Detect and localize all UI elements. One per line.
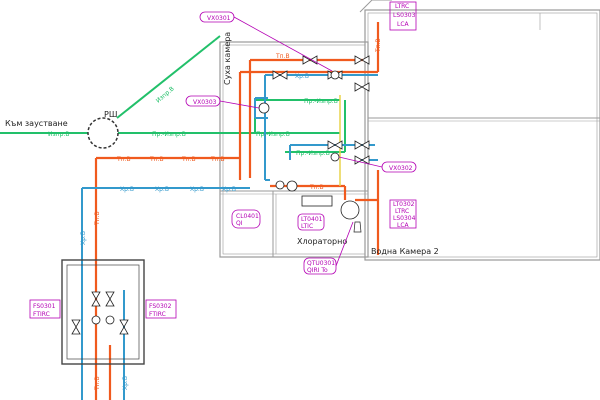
pipe-label-tpv-9: Тп.В bbox=[94, 376, 101, 391]
rsh-label: РШ bbox=[104, 110, 117, 119]
pipe-label-pr-izpr-3: Пр.-Изпр.В bbox=[304, 98, 338, 105]
chlorinator-unit bbox=[340, 200, 360, 220]
pump-icon bbox=[286, 180, 298, 192]
pipe-label-hrv-2: Хр.В bbox=[155, 186, 169, 193]
tag-cl0401: CL0401 QI bbox=[231, 209, 261, 229]
tag-qtu0301: QTU0301 QIRI To bbox=[303, 221, 354, 275]
svg-text:FS0301: FS0301 bbox=[33, 303, 56, 310]
manhole-rsh bbox=[87, 117, 119, 149]
tag-vx0303: VX0303 bbox=[185, 95, 260, 109]
pipe-label-tpv-8: Тп.В bbox=[94, 211, 101, 226]
flowmeter-valves bbox=[71, 291, 129, 335]
pipe-label-tpv-7: Тп.В bbox=[375, 38, 382, 53]
to-sewer-label: Към заустване bbox=[5, 119, 68, 128]
hot-water-lines bbox=[94, 22, 380, 400]
tag-vx0301: VX0301 bbox=[199, 11, 333, 72]
pipe-label-hrv-6: Хр.В bbox=[80, 231, 87, 245]
pipe-label-pr-izpr-2: Пр.-Изпр.В bbox=[256, 131, 290, 138]
chlorinator-label: Хлораторно bbox=[297, 237, 347, 246]
pipe-label-tpv-1: Тп.В bbox=[116, 156, 131, 163]
svg-text:LS0303: LS0303 bbox=[393, 12, 416, 19]
pipe-label-tpv-5: Тп.В bbox=[275, 53, 290, 60]
pipe-label-hrv-1: Хр.В bbox=[120, 186, 134, 193]
svg-text:LT0401: LT0401 bbox=[301, 216, 323, 223]
pipe-label-pr-izpr-4: Пр.-Изпр.В bbox=[296, 150, 330, 157]
pipe-label-izpr-2: Изпр.В bbox=[155, 85, 176, 104]
pipe-label-hrv-5: Хр.В bbox=[295, 73, 309, 80]
pipe-label-tpv-6: Тп.В bbox=[309, 184, 324, 191]
building-walls bbox=[219, 0, 600, 261]
svg-text:LS0304: LS0304 bbox=[393, 215, 416, 222]
tag-ls0303: LTRC LS0303 LCA bbox=[389, 1, 417, 31]
pipe-label-tpv-3: Тп.В bbox=[181, 156, 196, 163]
pipe-label-hrv-3: Хр.В bbox=[190, 186, 204, 193]
tag-lt0302: LT0302 LTRC LS0304 LCA bbox=[389, 199, 417, 229]
svg-text:FTIRC: FTIRC bbox=[33, 311, 50, 318]
svg-text:QI: QI bbox=[236, 220, 243, 227]
svg-text:QIRI To: QIRI To bbox=[307, 267, 328, 274]
svg-text:VX0302: VX0302 bbox=[389, 165, 413, 172]
pipe-label-hrv-4: Хр.В bbox=[222, 186, 236, 193]
pipe-label-hrv-7: Хр.В bbox=[122, 376, 129, 390]
tag-vx0302: VX0302 bbox=[338, 156, 417, 173]
chlorine-tank bbox=[301, 195, 333, 207]
svg-text:VX0303: VX0303 bbox=[193, 99, 217, 106]
svg-text:QTU0301: QTU0301 bbox=[307, 260, 335, 267]
chlorine-bottle bbox=[353, 221, 362, 233]
flowmeter-pit bbox=[61, 259, 145, 365]
svg-text:LCA: LCA bbox=[397, 21, 410, 28]
svg-text:CL0401: CL0401 bbox=[236, 213, 259, 220]
svg-text:LCA: LCA bbox=[397, 222, 410, 229]
tag-fs0301: FS0301 FTIRC bbox=[29, 299, 61, 319]
svg-text:LTRC: LTRC bbox=[395, 3, 409, 10]
svg-text:LTIC: LTIC bbox=[301, 223, 313, 230]
discharge-lines bbox=[0, 35, 346, 153]
pipe-label-pr-izpr: Пр.-Изпр.В bbox=[152, 131, 186, 138]
tag-fs0302: FS0302 FTIRC bbox=[145, 299, 177, 319]
motor-valves bbox=[258, 70, 340, 190]
svg-text:LTRC: LTRC bbox=[395, 208, 409, 215]
tag-lt0401: LT0401 LTIC bbox=[297, 213, 325, 231]
svg-text:FTIRC: FTIRC bbox=[149, 311, 166, 318]
pipe-label-izpr: Изпр.В bbox=[48, 131, 69, 138]
dry-chamber-label: Суха камера bbox=[223, 32, 232, 85]
pipe-label-tpv-4: Тп.В bbox=[210, 156, 225, 163]
svg-text:FS0302: FS0302 bbox=[149, 303, 172, 310]
water-chamber2-label: Водна Камера 2 bbox=[371, 247, 439, 256]
pipe-label-tpv-2: Тп.В bbox=[149, 156, 164, 163]
svg-text:VX0301: VX0301 bbox=[207, 15, 231, 22]
svg-text:LT0302: LT0302 bbox=[393, 201, 415, 208]
